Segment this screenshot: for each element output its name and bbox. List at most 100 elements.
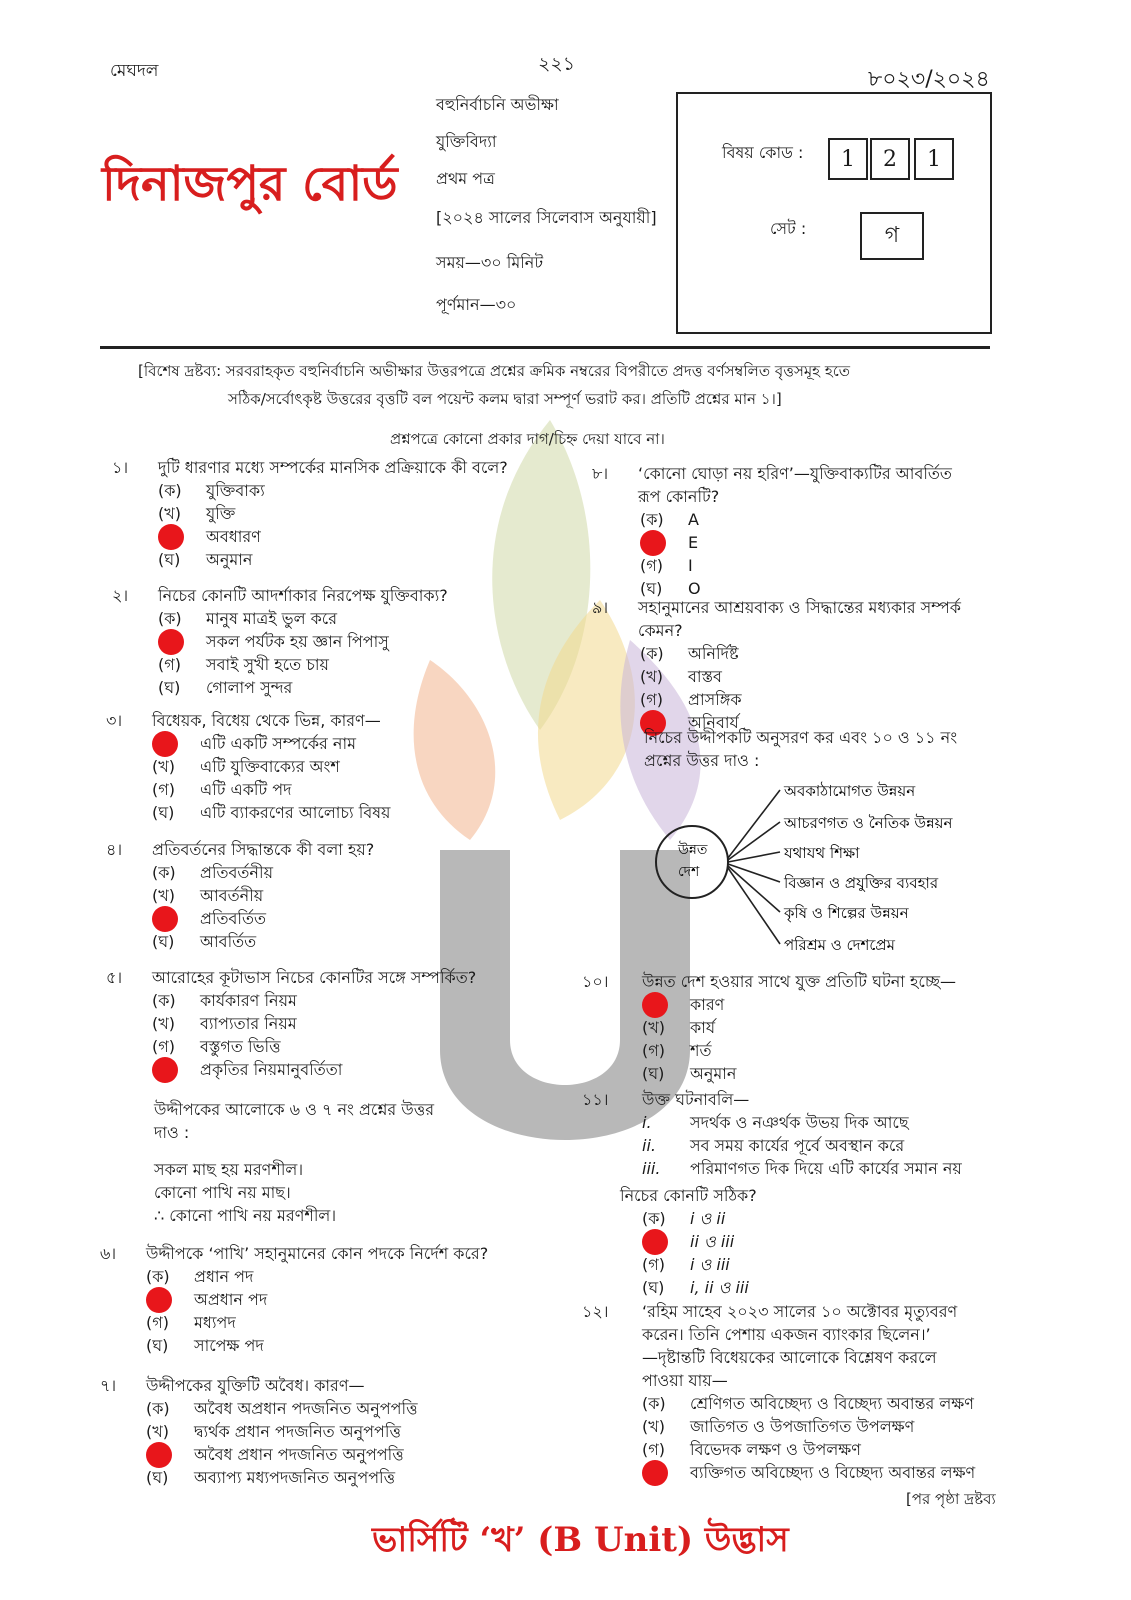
question-5: ৫।আরোহের কূটাভাস নিচের কোনটির সঙ্গে সম্প… <box>106 966 476 1083</box>
answer-dot <box>642 991 668 1018</box>
question-4: ৪।প্রতিবর্তনের সিদ্ধান্তকে কী বলা হয়? (… <box>106 840 375 951</box>
subject-code-label: বিষয় কোড : <box>722 143 804 162</box>
option[interactable]: (ক)অনির্দিষ্ট <box>640 644 739 663</box>
answer-dot <box>642 1228 668 1255</box>
option[interactable]: (গ)এটি একটি পদ <box>152 780 292 799</box>
development-diagram: উন্নত দেশ অবকাঠামোগত উন্নয়ন আচরণগত ও নৈ… <box>655 782 953 954</box>
set-label: সেট : <box>770 219 807 238</box>
branch-line <box>727 789 781 859</box>
option[interactable]: (গ)I <box>640 556 693 575</box>
question-6: ৬।উদ্দীপকে ‘পাখি’ সহানুমানের কোন পদকে নি… <box>100 1244 489 1355</box>
option[interactable]: (ক)প্রধান পদ <box>146 1267 254 1286</box>
page-turn-note: [পর পৃষ্ঠা দ্রষ্টব্য <box>906 1490 996 1508</box>
set-value: গ <box>860 212 924 260</box>
code-box <box>676 92 992 334</box>
center-label: দেশ <box>678 864 700 880</box>
option[interactable]: (ঘ)অনুমান <box>158 550 253 569</box>
option[interactable]: (খ)বাস্তব <box>640 667 722 686</box>
branch-line <box>727 821 781 861</box>
subject-code-digit: 1 <box>914 138 954 180</box>
question-12: ১২।‘রহিম সাহেব ২০২৩ সালের ১০ অক্টোবর মৃত… <box>582 1300 975 1486</box>
option-selected[interactable]: প্রতিবর্তিত <box>152 905 374 932</box>
instruction-line: [বিশেষ দ্রষ্টব্য: সরবরাহকৃত বহুনির্বাচনি… <box>138 362 850 380</box>
option[interactable]: (ক)কার্যকারণ নিয়ম <box>152 991 297 1010</box>
branch-line <box>727 851 781 863</box>
branch-label: কৃষি ও শিল্পের উন্নয়ন <box>783 904 910 923</box>
option[interactable]: (ঘ)অনুমান <box>642 1064 737 1083</box>
branch-label: যথাযথ শিক্ষা <box>783 844 860 862</box>
answer-dot <box>152 905 178 932</box>
option-selected[interactable]: অপ্রধান পদ <box>146 1286 488 1313</box>
answer-dot <box>640 709 666 736</box>
question-1: ১।দুটি ধারণার মধ্যে সম্পর্কের মানসিক প্র… <box>112 458 508 569</box>
option[interactable]: (গ)শর্ত <box>642 1041 712 1060</box>
board-title: দিনাজপুর বোর্ড <box>102 156 398 212</box>
center-node <box>655 825 729 899</box>
option[interactable]: (ক)অবৈধ অপ্রধান পদজনিত অনুপপত্তি <box>146 1399 418 1418</box>
option[interactable]: (গ)বস্তুগত ভিত্তি <box>152 1037 281 1056</box>
stimulus-6-7: উদ্দীপকের আলোকে ৬ ও ৭ নং প্রশ্নের উত্তর … <box>154 1100 435 1225</box>
question-11: ১১।উক্ত ঘটনাবলি— i.সদর্থক ও নঞর্থক উভয় … <box>582 1090 962 1297</box>
full-marks: পূর্ণমান—৩০ <box>436 295 517 314</box>
subject-name: যুক্তিবিদ্যা <box>436 132 497 151</box>
answer-dot <box>158 523 184 550</box>
option[interactable]: (খ)এটি যুক্তিবাক্যের অংশ <box>152 757 340 776</box>
option[interactable]: (ক)যুক্তিবাক্য <box>158 481 265 500</box>
header-divider <box>100 346 990 349</box>
option[interactable]: (ক)i ও ii <box>642 1209 726 1228</box>
option[interactable]: (ঘ)অব্যাপ্য মধ্যপদজনিত অনুপপত্তি <box>146 1468 396 1487</box>
option-selected[interactable]: অবৈধ প্রধান পদজনিত অনুপপত্তি <box>146 1441 418 1468</box>
option[interactable]: (খ)জাতিগত ও উপজাতিগত উপলক্ষণ <box>642 1417 915 1436</box>
option[interactable]: (গ)প্রাসঙ্গিক <box>640 690 742 709</box>
question-2: ২।নিচের কোনটি আদর্শাকার নিরপেক্ষ যুক্তিব… <box>112 586 448 697</box>
branch-label: বিজ্ঞান ও প্রযুক্তির ব্যবহার <box>783 874 939 892</box>
option[interactable]: (ক)A <box>640 510 699 529</box>
option-selected[interactable]: অনিবার্য <box>640 709 961 736</box>
branch-line <box>727 865 781 913</box>
option-selected[interactable]: প্রকৃতির নিয়মানুবর্তিতা <box>152 1056 476 1083</box>
publisher-name: মেঘদল <box>110 61 159 81</box>
option-selected[interactable]: ii ও iii <box>642 1228 962 1255</box>
option[interactable]: (গ)বিভেদক লক্ষণ ও উপলক্ষণ <box>642 1440 861 1459</box>
option[interactable]: (খ)দ্ব্যর্থক প্রধান পদজনিত অনুপপত্তি <box>146 1422 401 1441</box>
option[interactable]: (ঘ)সাপেক্ষ পদ <box>146 1336 264 1355</box>
question-9: ৯।সহানুমানের আশ্রয়বাক্য ও সিদ্ধান্তের ম… <box>592 596 961 736</box>
option[interactable]: (ঘ)i, ii ও iii <box>642 1278 749 1297</box>
option[interactable]: (খ)কার্য <box>642 1018 716 1037</box>
option-selected[interactable]: কারণ <box>642 991 956 1018</box>
option[interactable]: (ক)শ্রেণিগত অবিচ্ছেদ্য ও বিচ্ছেদ্য অবান্… <box>642 1394 974 1413</box>
answer-dot <box>640 529 666 556</box>
answer-dot <box>152 730 178 757</box>
option[interactable]: (ঘ)এটি ব্যাকরণের আলোচ্য বিষয় <box>152 803 391 822</box>
option-selected[interactable]: এটি একটি সম্পর্কের নাম <box>152 730 390 757</box>
option[interactable]: (ঘ)গোলাপ সুন্দর <box>158 678 293 697</box>
instruction-line: সঠিক/সর্বোৎকৃষ্ট উত্তরের বৃত্তটি বল পয়ে… <box>228 390 782 408</box>
serial-number: ৮০২৩/২০২৪ <box>868 67 990 92</box>
option[interactable]: (ক)মানুষ মাত্রই ভুল করে <box>158 609 338 628</box>
answer-dot <box>146 1441 172 1468</box>
option-selected[interactable]: অবধারণ <box>158 523 508 550</box>
paper-name: প্রথম পত্র <box>436 169 495 188</box>
option[interactable]: (গ)মধ্যপদ <box>146 1313 236 1332</box>
option[interactable]: (গ)সবাই সুখী হতে চায় <box>158 655 329 674</box>
question-8: ৮।‘কোনো ঘোড়া নয় হরিণ’—যুক্তিবাক্যটির আ… <box>592 464 952 598</box>
option[interactable]: (ক)প্রতিবর্তনীয় <box>152 863 273 882</box>
subject-code-digit: 1 <box>828 138 868 180</box>
branch-line <box>727 867 781 945</box>
option[interactable]: (খ)আবর্তনীয় <box>152 886 264 905</box>
statement: i.সদর্থক ও নঞর্থক উভয় দিক আছে <box>642 1113 909 1132</box>
exam-time: সময়—৩০ মিনিট <box>436 253 544 272</box>
watermark-logo <box>413 420 701 1140</box>
option[interactable]: (গ)i ও iii <box>642 1255 730 1274</box>
option-selected[interactable]: সকল পর্যটক হয় জ্ঞান পিপাসু <box>158 628 448 655</box>
exam-type: বহুনির্বাচনি অভীক্ষা <box>436 95 559 114</box>
answer-dot <box>158 628 184 655</box>
option-selected[interactable]: ব্যক্তিগত অবিচ্ছেদ্য ও বিচ্ছেদ্য অবান্তর… <box>642 1459 975 1486</box>
option[interactable]: (খ)যুক্তি <box>158 504 236 523</box>
option[interactable]: (ঘ)আবর্তিত <box>152 932 257 951</box>
option[interactable]: (খ)ব্যাপ্যতার নিয়ম <box>152 1014 297 1033</box>
option[interactable]: (ঘ)O <box>640 579 701 598</box>
branch-label: পরিশ্রম ও দেশপ্রেম <box>784 936 896 954</box>
answer-dot <box>642 1459 668 1486</box>
option-selected[interactable]: E <box>640 529 952 556</box>
